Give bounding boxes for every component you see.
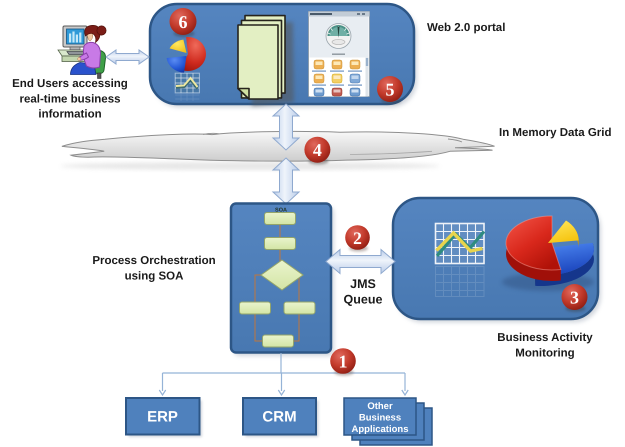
svg-text:Applications: Applications: [351, 424, 408, 435]
svg-text:3: 3: [570, 288, 579, 308]
svg-text:Other: Other: [367, 401, 393, 412]
svg-text:1: 1: [339, 352, 348, 372]
svg-text:ERP: ERP: [147, 409, 178, 426]
svg-text:End Users accessing: End Users accessing: [12, 78, 128, 90]
svg-text:using SOA: using SOA: [125, 271, 184, 283]
svg-text:Monitoring: Monitoring: [515, 348, 574, 360]
svg-text:JMS: JMS: [350, 277, 376, 291]
svg-text:real-time business: real-time business: [20, 94, 121, 106]
svg-text:4: 4: [313, 140, 322, 160]
svg-text:Business: Business: [359, 413, 401, 424]
svg-text:Queue: Queue: [344, 293, 383, 307]
svg-text:6: 6: [179, 12, 188, 32]
svg-text:2: 2: [353, 228, 362, 248]
svg-text:SOA: SOA: [275, 208, 287, 214]
svg-text:CRM: CRM: [262, 409, 296, 426]
svg-text:information: information: [38, 109, 101, 121]
svg-text:Process Orchestration: Process Orchestration: [92, 255, 215, 267]
svg-text:5: 5: [386, 80, 395, 100]
svg-text:In Memory Data Grid: In Memory Data Grid: [499, 127, 611, 139]
svg-text:Business Activity: Business Activity: [497, 332, 593, 344]
svg-text:Web 2.0 portal: Web 2.0 portal: [427, 22, 505, 34]
